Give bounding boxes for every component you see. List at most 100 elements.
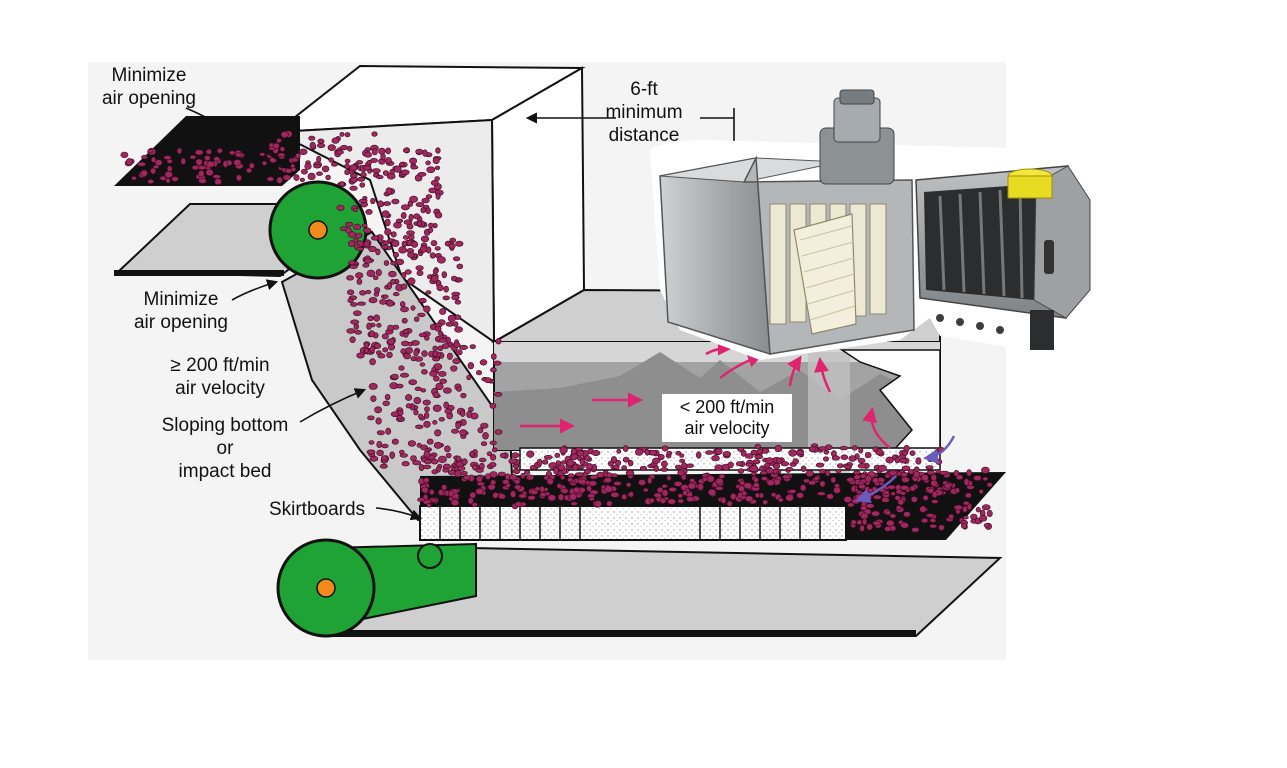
material-particle	[457, 465, 466, 471]
material-particle	[885, 510, 891, 516]
material-particle	[930, 479, 938, 487]
material-particle	[808, 480, 817, 486]
material-particle	[722, 450, 731, 457]
material-particle	[542, 459, 549, 465]
material-particle	[401, 317, 408, 324]
material-particle	[978, 489, 984, 495]
material-particle	[901, 476, 910, 483]
material-particle	[405, 347, 413, 354]
material-particle	[666, 450, 673, 456]
material-particle	[525, 474, 535, 481]
material-particle	[586, 485, 592, 492]
material-particle	[438, 417, 445, 422]
material-particle	[866, 523, 873, 531]
material-particle	[331, 137, 340, 144]
material-particle	[399, 372, 409, 378]
material-particle	[898, 458, 908, 464]
material-particle	[495, 338, 502, 345]
material-particle	[363, 347, 370, 354]
airflow-arrow-icon	[855, 475, 897, 503]
material-particle	[425, 290, 432, 295]
material-particle	[460, 392, 467, 399]
material-particle	[579, 458, 585, 466]
material-particle	[370, 235, 379, 241]
material-particle	[675, 450, 682, 456]
material-particle	[749, 465, 759, 473]
material-particle	[494, 391, 503, 397]
material-particle	[752, 459, 761, 465]
material-particle	[616, 448, 622, 454]
material-particle	[861, 518, 868, 526]
material-particle	[344, 158, 351, 164]
material-particle	[421, 369, 428, 375]
material-particle	[986, 482, 993, 488]
material-particle	[399, 449, 405, 455]
material-particle	[419, 297, 427, 303]
material-particle	[657, 453, 665, 461]
material-particle	[363, 241, 371, 247]
minimize-air-opening-mid-label: Minimize air opening	[116, 288, 246, 334]
material-particle	[375, 248, 381, 256]
material-particle	[346, 328, 356, 334]
material-particle	[371, 148, 378, 156]
material-particle	[234, 152, 243, 158]
material-particle	[754, 492, 761, 499]
material-particle	[815, 462, 825, 468]
material-particle	[484, 473, 491, 480]
material-particle	[559, 446, 568, 454]
material-particle	[467, 497, 474, 505]
material-particle	[448, 490, 455, 497]
material-particle	[772, 463, 781, 470]
material-particle	[836, 463, 844, 469]
material-particle	[304, 162, 312, 170]
material-particle	[469, 344, 476, 349]
material-particle	[475, 468, 484, 473]
material-particle	[715, 477, 724, 486]
material-particle	[737, 447, 745, 452]
material-particle	[981, 466, 990, 474]
material-particle	[434, 165, 441, 170]
material-particle	[370, 395, 377, 403]
label-line: impact bed	[178, 461, 272, 482]
material-particle	[679, 458, 686, 464]
material-particle	[745, 462, 753, 467]
material-particle	[518, 493, 528, 499]
material-particle	[366, 449, 376, 455]
material-particle	[393, 221, 402, 229]
material-particle	[554, 452, 561, 458]
material-particle	[442, 467, 449, 473]
material-particle	[282, 174, 291, 181]
material-particle	[490, 479, 497, 486]
material-particle	[347, 297, 354, 303]
label-line: < 200 ft/min	[679, 397, 775, 417]
material-particle	[901, 465, 911, 472]
material-particle	[347, 289, 355, 296]
material-particle	[459, 344, 468, 350]
material-particle	[753, 482, 760, 489]
material-particle	[455, 455, 462, 462]
material-particle	[689, 478, 696, 483]
material-particle	[367, 315, 374, 322]
material-particle	[428, 227, 434, 233]
material-particle	[434, 429, 442, 437]
material-particle	[686, 463, 694, 468]
material-particle	[379, 463, 388, 469]
material-particle	[651, 457, 661, 464]
material-particle	[386, 299, 394, 307]
material-particle	[386, 173, 396, 180]
material-particle	[799, 484, 807, 492]
material-particle	[298, 148, 308, 156]
material-particle	[410, 305, 416, 311]
material-particle	[766, 479, 775, 487]
material-particle	[872, 446, 879, 453]
material-particle	[556, 483, 562, 489]
material-particle	[432, 268, 439, 275]
material-particle	[429, 370, 438, 377]
minimum-distance-label: 6-ft minimum distance	[584, 78, 704, 147]
material-particle	[864, 452, 872, 459]
material-particle	[204, 155, 211, 161]
material-particle	[248, 162, 255, 169]
material-particle	[382, 294, 389, 299]
material-particle	[983, 523, 990, 528]
material-particle	[445, 321, 454, 327]
